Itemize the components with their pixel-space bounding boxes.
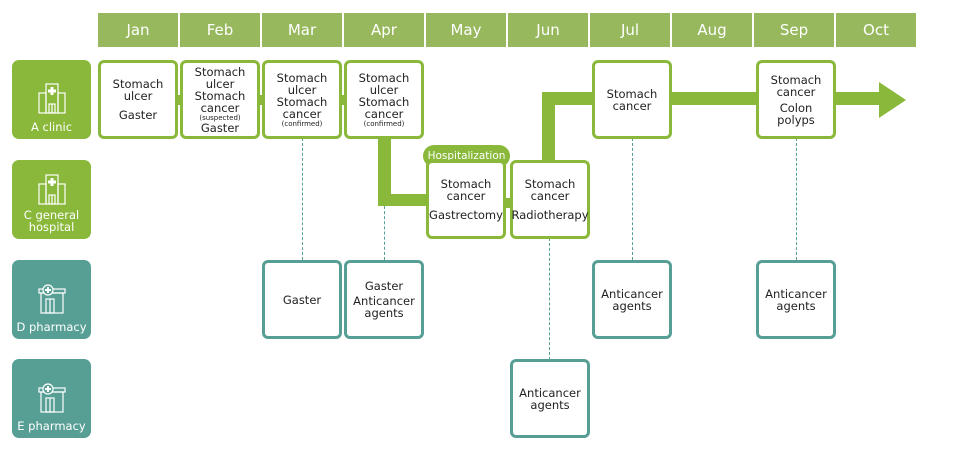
- diagnosis-text: Stomach: [112, 77, 164, 91]
- pharmacy-icon: [37, 383, 66, 413]
- diagnosis-text: Stomach: [358, 70, 410, 85]
- diagnosis-text: cancer: [612, 98, 652, 113]
- diagnosis-text: Stomach: [276, 94, 328, 109]
- medication-text: agents: [612, 298, 652, 313]
- diagnosis-text: ulcer: [205, 76, 235, 91]
- diagnosis-text: Stomach: [358, 94, 410, 109]
- medication-text: Anticancer: [519, 385, 581, 400]
- event-d-pharmacy-mar: Gaster: [262, 260, 342, 339]
- diagnosis-note: (confirmed): [363, 119, 405, 128]
- medication-text: Anticancer: [601, 286, 663, 301]
- medication-text: Gaster: [282, 292, 322, 307]
- treatment-text: Gaster: [118, 108, 158, 122]
- diagnosis-text: cancer: [364, 106, 404, 121]
- diagnosis-text: cancer: [776, 84, 816, 99]
- treatment-text: Gaster: [200, 120, 240, 135]
- connector-line: [549, 238, 550, 360]
- facility-label: D pharmacy: [16, 320, 87, 334]
- event-d-pharmacy-sep: Anticancer agents: [756, 260, 836, 339]
- timeline-arrowhead: [879, 82, 906, 118]
- facility-label: E pharmacy: [17, 419, 86, 433]
- diagnosis-text: Stomach: [770, 72, 822, 87]
- event-c-hospital-jun: Stomach cancer Radiotherapy: [510, 160, 590, 239]
- timeline-path: [830, 92, 882, 105]
- diagnosis-text: polyps: [777, 112, 815, 127]
- timeline-path: [542, 92, 555, 162]
- event-a-clinic-jul: Stomach cancer: [592, 60, 672, 139]
- diagnosis-text: Stomach: [194, 88, 246, 103]
- event-c-hospital-may: Stomach cancer Gastrectomy: [426, 160, 506, 239]
- month-feb: Feb: [180, 13, 260, 47]
- connector-line: [302, 138, 303, 260]
- timeline-path: [378, 138, 391, 206]
- timeline-path: [378, 194, 433, 206]
- connector-line: [632, 138, 633, 260]
- hospital-icon: [37, 174, 66, 205]
- treatment-text: Radiotherapy: [511, 208, 589, 222]
- diagnosis-text: Colon: [779, 100, 813, 115]
- month-sep: Sep: [754, 13, 834, 47]
- month-may: May: [426, 13, 506, 47]
- facility-label: C general hospital: [23, 208, 80, 234]
- timeline-path: [542, 92, 597, 105]
- month-oct: Oct: [836, 13, 916, 47]
- medication-text: Anticancer: [765, 286, 827, 301]
- event-a-clinic-mar: Stomach ulcer Stomach cancer (confirmed): [262, 60, 342, 139]
- event-d-pharmacy-apr: Gaster Anticancer agents: [344, 260, 424, 339]
- diagnosis-text: cancer: [530, 189, 570, 203]
- month-jul: Jul: [590, 13, 670, 47]
- diagnosis-text: Stomach: [276, 70, 328, 85]
- diagnosis-text: Stomach: [606, 86, 658, 101]
- month-apr: Apr: [344, 13, 424, 47]
- medication-text: agents: [776, 298, 816, 313]
- diagnosis-note: (suspected): [199, 113, 241, 122]
- event-a-clinic-jan: Stomach ulcer Gaster: [98, 60, 178, 139]
- diagnosis-text: ulcer: [369, 82, 399, 97]
- medication-text: agents: [364, 306, 404, 320]
- connector-line: [384, 206, 385, 260]
- month-mar: Mar: [262, 13, 342, 47]
- month-jun: Jun: [508, 13, 588, 47]
- timeline-path: [500, 198, 515, 208]
- facility-e-pharmacy: E pharmacy: [12, 359, 91, 438]
- diagnosis-text: cancer: [446, 189, 486, 203]
- diagnosis-text: cancer: [282, 106, 322, 121]
- treatment-text: Gastrectomy: [429, 208, 503, 222]
- diagnosis-text: cancer: [200, 100, 240, 115]
- facility-a-clinic: A clinic: [12, 60, 91, 139]
- hospital-icon: [37, 83, 66, 114]
- facility-label: A clinic: [30, 120, 73, 134]
- month-aug: Aug: [672, 13, 752, 47]
- diagnosis-text: Stomach: [440, 177, 492, 191]
- connector-line: [796, 138, 797, 260]
- event-a-clinic-apr: Stomach ulcer Stomach cancer (confirmed): [344, 60, 424, 139]
- diagnosis-text: ulcer: [287, 82, 317, 97]
- diagnosis-text: Stomach: [524, 177, 576, 191]
- month-jan: Jan: [98, 13, 178, 47]
- event-a-clinic-feb: Stomach ulcer Stomach cancer (suspected)…: [180, 60, 260, 139]
- facility-d-pharmacy: D pharmacy: [12, 260, 91, 339]
- event-e-pharmacy-jun: Anticancer agents: [510, 359, 590, 438]
- facility-c-general-hospital: C general hospital: [12, 160, 91, 239]
- event-d-pharmacy-jul: Anticancer agents: [592, 260, 672, 339]
- pharmacy-icon: [37, 284, 66, 314]
- diagnosis-text: Stomach: [194, 64, 246, 79]
- medication-text: Anticancer: [353, 294, 415, 308]
- diagnosis-note: (confirmed): [281, 119, 323, 128]
- diagnosis-text: ulcer: [123, 89, 153, 103]
- medication-text: agents: [530, 397, 570, 412]
- event-a-clinic-sep: Stomach cancer Colon polyps: [756, 60, 836, 139]
- timeline-path: [665, 92, 760, 105]
- medication-text: Gaster: [364, 279, 404, 293]
